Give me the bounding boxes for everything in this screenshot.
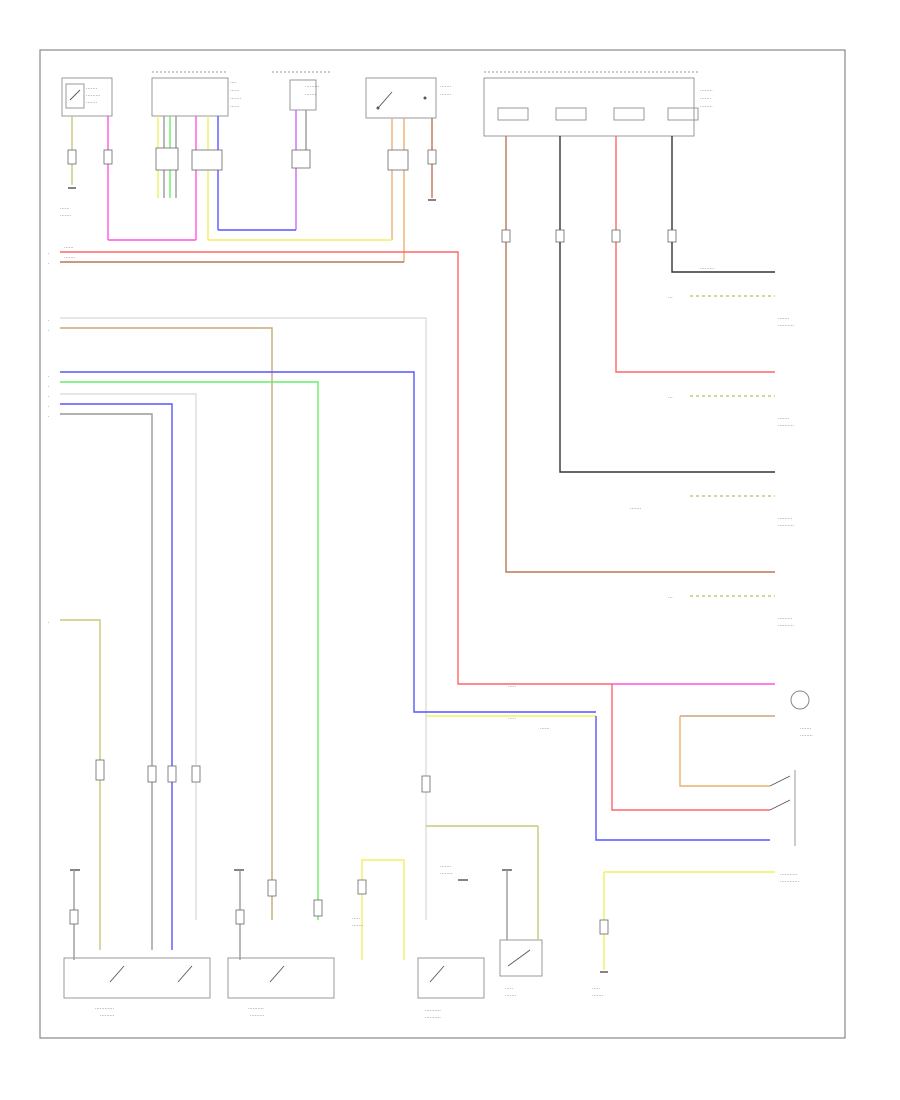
- main-harness: · · ······ ·······: [48, 229, 612, 685]
- bottom-switch-2: ·········· ·········: [227, 869, 335, 1019]
- svg-text:·: ·: [48, 261, 50, 267]
- svg-text:·········: ·········: [778, 516, 793, 522]
- svg-text:·······: ·······: [64, 255, 76, 261]
- svg-text:··········: ··········: [778, 423, 794, 429]
- svg-text:········: ········: [800, 733, 813, 739]
- svg-text:········: ········: [700, 88, 713, 94]
- svg-text:··········: ··········: [778, 523, 794, 529]
- lamp-group-1: ········· ··· ······· ··········: [668, 266, 794, 329]
- bottom-switch-1: ············ ·········: [63, 869, 211, 1019]
- svg-text:·: ·: [48, 404, 50, 410]
- svg-text:·······: ·······: [440, 864, 452, 870]
- svg-text:·: ·: [48, 251, 50, 257]
- svg-text:·: ·: [48, 620, 50, 626]
- svg-text:········: ········: [440, 871, 453, 877]
- svg-text:·····: ·····: [352, 916, 360, 922]
- top-left-connectors: ······ ·······: [60, 116, 113, 240]
- svg-text:···········: ···········: [780, 872, 798, 878]
- top-relay-switch: ······· ·······: [365, 77, 452, 119]
- lamp-group-2: ··· ······· ··········: [668, 395, 794, 429]
- svg-text:·······: ·······: [305, 92, 317, 98]
- svg-text:··········: ··········: [778, 623, 794, 629]
- lamp-group-3: ······· ········· ··········: [630, 495, 794, 529]
- svg-text:······: ······: [540, 726, 550, 732]
- svg-text:············: ············: [780, 879, 799, 885]
- svg-text:·······: ·······: [440, 92, 452, 98]
- top-left-switch: ······· ········· ·······: [61, 77, 113, 117]
- svg-text:·······: ·······: [230, 96, 242, 102]
- svg-text:·········: ·········: [305, 84, 320, 90]
- svg-text:·······: ·······: [60, 213, 72, 219]
- bottom-switch-3: ····· ······· ······· ········ ·········…: [352, 859, 485, 1021]
- svg-text:·········: ·········: [778, 616, 793, 622]
- svg-text:··········: ··········: [425, 1008, 441, 1014]
- svg-text:··········: ··········: [248, 1006, 264, 1012]
- svg-text:·: ·: [48, 318, 50, 324]
- svg-text:············: ············: [95, 1006, 114, 1012]
- diagram-frame: [39, 49, 846, 1039]
- bottom-right-ground: ··········· ············ ····· ·······: [592, 871, 799, 999]
- svg-text:·········: ·········: [700, 266, 715, 272]
- svg-text:·········: ·········: [100, 1013, 115, 1019]
- svg-text:·······: ·······: [86, 86, 98, 92]
- svg-text:·······: ·······: [86, 100, 98, 106]
- svg-text:·: ·: [48, 394, 50, 400]
- svg-text:·: ·: [48, 328, 50, 334]
- svg-text:·······: ·······: [800, 726, 812, 732]
- svg-text:·········: ·········: [250, 1013, 265, 1019]
- svg-text:··········: ··········: [778, 323, 794, 329]
- left-bus: · · · · · · ·: [48, 317, 596, 950]
- svg-text:·······: ·······: [778, 316, 790, 322]
- svg-text:······: ······: [60, 206, 70, 212]
- courtesy-lamp: ······· ········: [679, 690, 813, 846]
- fuse-block: ········ ······· ········: [483, 71, 713, 137]
- svg-text:·······: ·······: [505, 993, 517, 999]
- svg-text:··········: ··········: [425, 1015, 441, 1021]
- svg-text:·········: ·········: [86, 93, 101, 99]
- svg-text:·······: ·······: [778, 416, 790, 422]
- lamp-group-4: ··· ········· ··········: [668, 595, 794, 629]
- svg-text:·······: ·······: [700, 96, 712, 102]
- svg-text:·: ·: [48, 374, 50, 380]
- svg-text:·····: ·····: [505, 986, 513, 992]
- svg-text:·······: ·······: [352, 923, 364, 929]
- svg-text:······: ······: [230, 88, 240, 94]
- svg-text:·······: ·······: [630, 506, 642, 512]
- svg-text:·······: ·······: [592, 993, 604, 999]
- svg-text:·······: ·······: [440, 84, 452, 90]
- svg-text:·····: ·····: [508, 684, 516, 690]
- svg-text:····: ····: [230, 80, 237, 86]
- bottom-switch-4: ····· ·······: [426, 825, 543, 999]
- top-module-b: ···· ······ ······· ······: [151, 71, 242, 117]
- svg-text:···: ···: [668, 395, 673, 401]
- top-module-c: ········· ·······: [272, 71, 330, 111]
- svg-text:···: ···: [668, 595, 673, 601]
- svg-text:·····: ·····: [508, 716, 516, 722]
- svg-text:·: ·: [48, 384, 50, 390]
- svg-text:······: ······: [64, 245, 74, 251]
- svg-text:·: ·: [48, 414, 50, 420]
- svg-text:········: ········: [700, 104, 713, 110]
- svg-text:·····: ·····: [592, 986, 600, 992]
- svg-text:···: ···: [668, 295, 673, 301]
- svg-text:······: ······: [230, 104, 240, 110]
